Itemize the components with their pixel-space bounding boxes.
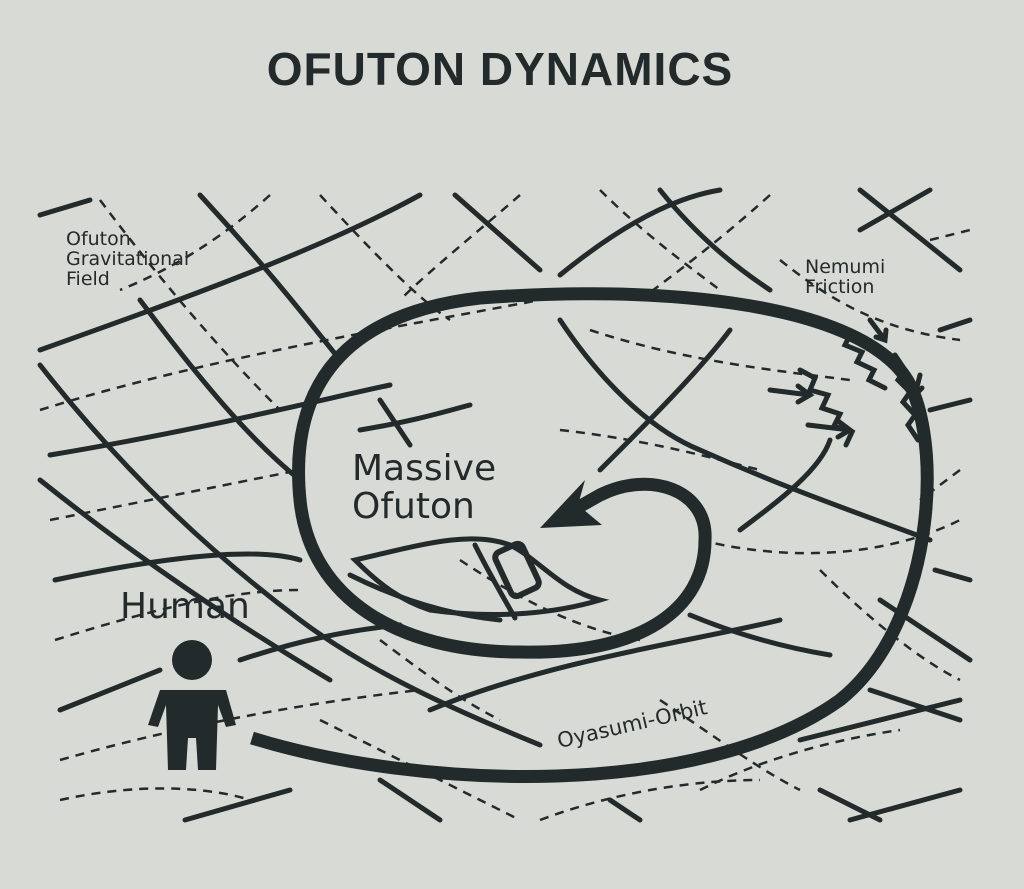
page-title: OFUTON DYNAMICS <box>266 43 734 95</box>
field-label-line-3: Field <box>66 267 110 290</box>
massive-label-line-1: Massive <box>352 448 497 489</box>
human-figure-icon <box>148 640 236 770</box>
human-label: Human <box>120 586 250 627</box>
field-label-line-1: Ofuton <box>66 228 131 250</box>
orbit-arrowhead <box>540 480 602 528</box>
grid-dashed-lines <box>39 189 971 822</box>
grid-solid-lines <box>37 187 973 823</box>
nemumi-friction-label: Nemumi Friction <box>805 256 886 298</box>
friction-label-line-2: Friction <box>805 275 875 298</box>
friction-label-line-1: Nemumi <box>805 256 886 278</box>
massive-ofuton-label: Massive Ofuton <box>352 450 496 526</box>
oyasumi-orbit-spiral <box>250 287 934 783</box>
massive-ofuton-icon <box>347 536 610 623</box>
field-label-line-2: Gravitational <box>66 247 190 270</box>
gravitational-field-label: Ofuton Gravitational Field <box>66 228 190 290</box>
friction-zigzags <box>767 317 925 448</box>
massive-label-line-2: Ofuton <box>352 485 475 527</box>
